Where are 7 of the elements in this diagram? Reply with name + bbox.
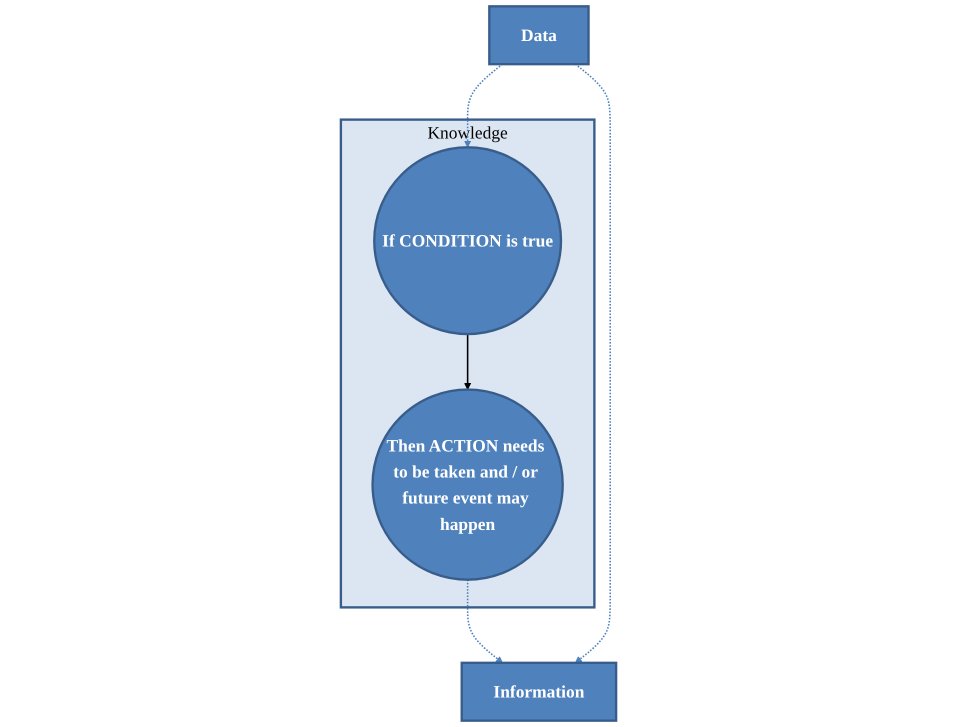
arrow [464, 64, 504, 148]
arrow [464, 334, 472, 390]
node-circle: If CONDITION is true [373, 146, 562, 336]
node-box: Data [488, 5, 590, 66]
node-box: Information [460, 662, 618, 722]
node-circle: Then ACTION needs to be taken and / or future event may happen [371, 388, 564, 581]
arrow [574, 64, 612, 664]
